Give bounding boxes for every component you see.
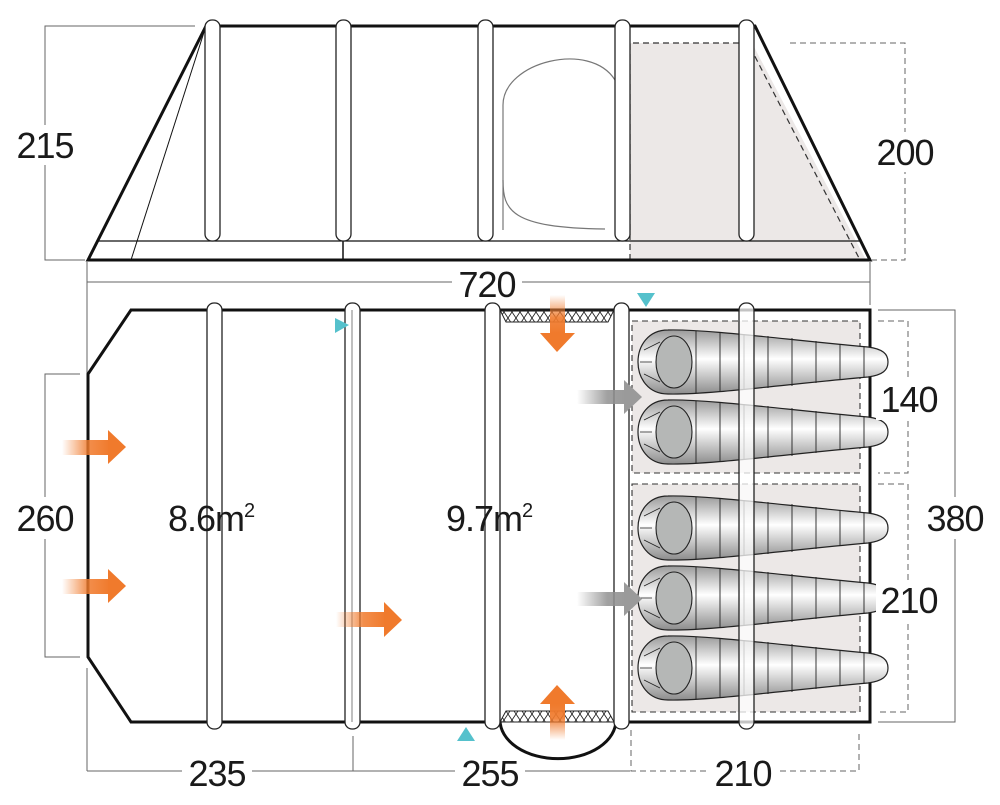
door-arrow-icon bbox=[62, 569, 126, 603]
door-arrow-icon bbox=[540, 685, 575, 740]
side-height-left-label: 215 bbox=[16, 125, 73, 166]
section-3-length-label: 210 bbox=[714, 753, 771, 794]
bedroom-2-width-label: 210 bbox=[880, 580, 937, 621]
floor-plan bbox=[44, 293, 956, 772]
side-height-right-label: 200 bbox=[876, 132, 933, 173]
marker-triangle-icon bbox=[637, 293, 655, 307]
door-arrow-icon bbox=[62, 430, 126, 464]
air-beams-side bbox=[204, 19, 755, 242]
total-length-label: 720 bbox=[458, 264, 515, 305]
marker-triangle-icon bbox=[457, 727, 475, 741]
living-width-label: 260 bbox=[16, 498, 73, 539]
total-width-label: 380 bbox=[926, 498, 983, 539]
marker-triangle-icon bbox=[335, 318, 349, 333]
living-area-1-label: 8.6m2 bbox=[168, 498, 255, 539]
window-arrow-icon bbox=[577, 380, 642, 414]
window-arrow-icon bbox=[577, 582, 642, 616]
door-arrow-icon bbox=[540, 295, 575, 352]
section-1-length-label: 235 bbox=[188, 753, 245, 794]
living-area-2-label: 9.7m2 bbox=[446, 498, 533, 539]
door-arrow-icon bbox=[336, 602, 402, 637]
bedroom-1-width-label: 140 bbox=[880, 379, 937, 420]
section-2-length-label: 255 bbox=[461, 753, 518, 794]
side-elevation bbox=[44, 19, 906, 262]
